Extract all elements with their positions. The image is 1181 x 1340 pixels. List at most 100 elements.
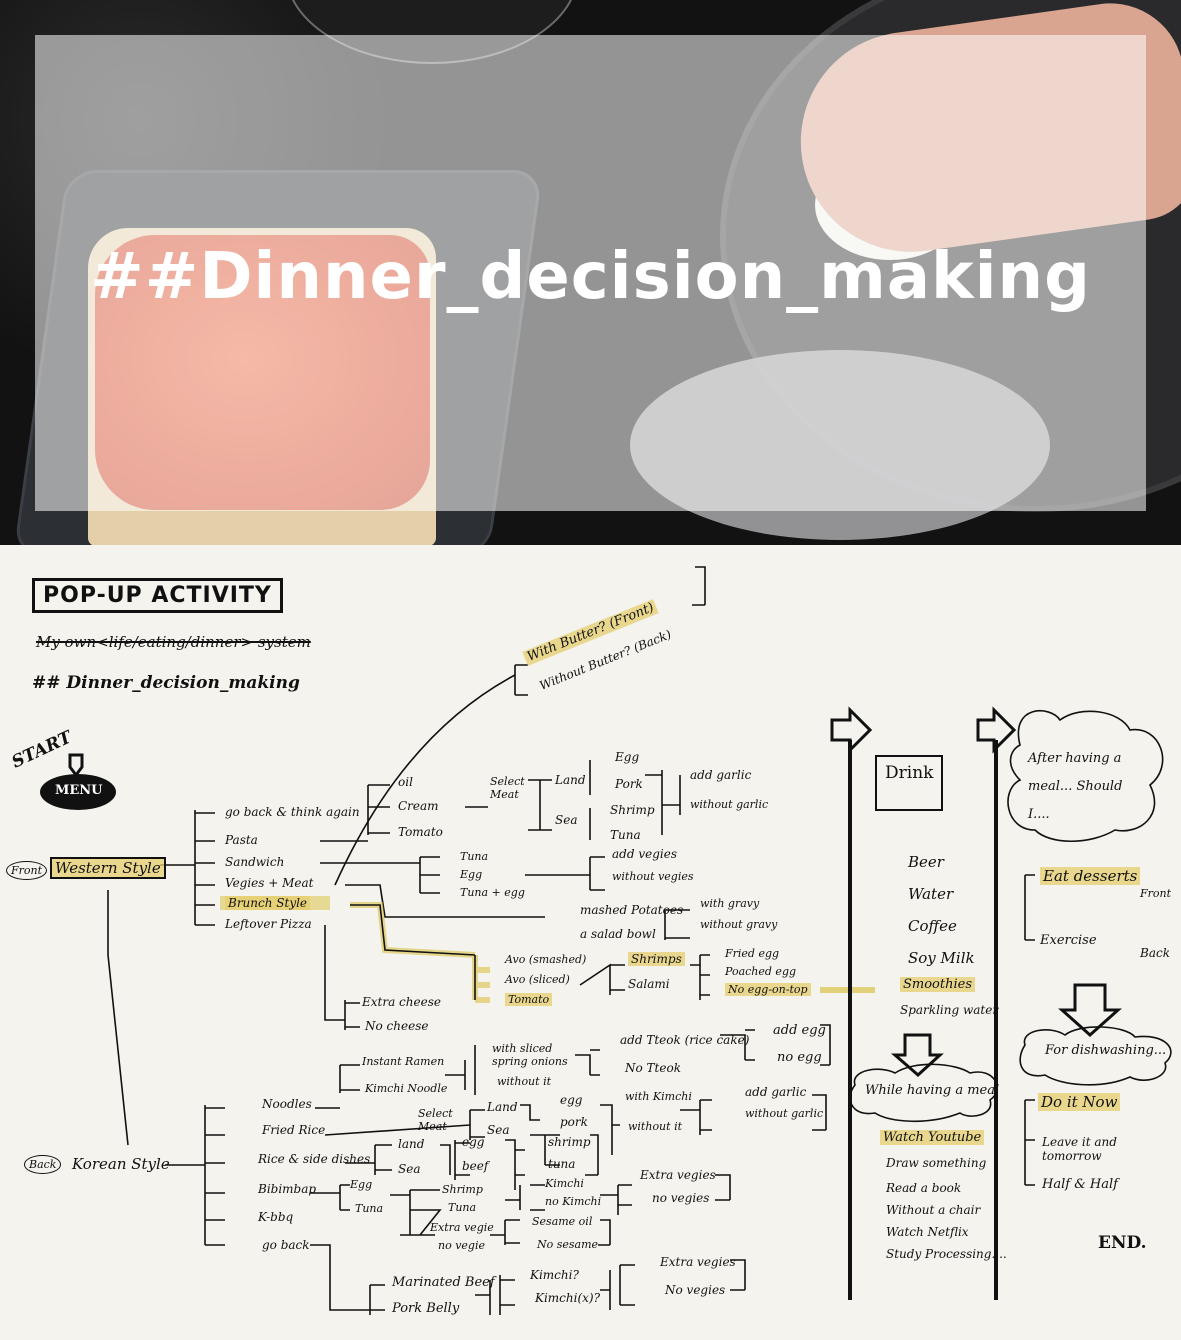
extra-vegie: Extra vegie <box>430 1221 494 1234</box>
drink-sparkling: Sparkling water <box>900 1003 999 1017</box>
kbbq-no-kimchi: Kimchi(x)? <box>535 1291 601 1305</box>
sandwich-tuna: Tuna <box>460 850 489 863</box>
bibimbap-sea-tuna: Tuna <box>448 1201 477 1214</box>
bibimbap-no-vegies: no vegies <box>652 1191 710 1205</box>
add-garlic: add garlic <box>690 768 752 782</box>
korean-item-noodles: Noodles <box>262 1097 312 1111</box>
pasta-tuna: Tuna <box>610 828 641 842</box>
white-overlay <box>35 35 1146 511</box>
rice-beef: beef <box>462 1159 489 1173</box>
korean-item-go-back: go back <box>262 1238 310 1252</box>
menu-blob <box>40 774 116 810</box>
drink-beer: Beer <box>908 853 944 871</box>
no-vegie: no vegie <box>438 1239 485 1252</box>
fried-rice-sea: Sea <box>487 1123 510 1137</box>
after-meal-bubble: After having a meal... Should I.... <box>1028 751 1123 822</box>
popup-title: POP-UP ACTIVITY <box>32 578 283 613</box>
activity-without-chair: Without a chair <box>886 1203 981 1217</box>
bibimbap-shrimp: Shrimp <box>442 1183 483 1196</box>
with-spring-onions: with sliced spring onions <box>492 1042 568 1068</box>
korean-item-rice-side: Rice & side dishes <box>258 1152 371 1166</box>
sauce-cream: Cream <box>398 799 439 813</box>
korean-style-label: Korean Style <box>72 1155 170 1173</box>
pasta-pork: Pork <box>615 777 643 791</box>
drink-coffee: Coffee <box>908 917 957 935</box>
without-vegies: without vegies <box>612 870 694 883</box>
without-spring-onions: without it <box>497 1075 552 1088</box>
sandwich-tuna-egg: Tuna + egg <box>460 886 525 899</box>
activity-youtube: Watch Youtube <box>880 1130 985 1145</box>
no-sesame: No sesame <box>537 1238 599 1251</box>
bibimbap-kimchi: Kimchi <box>545 1177 584 1190</box>
mashed-potatoes: mashed Potatoes <box>580 903 684 917</box>
without-kimchi: without it <box>628 1120 683 1133</box>
poached-egg: Poached egg <box>725 965 797 978</box>
select-meat-label: Select Meat <box>490 775 525 801</box>
activity-draw: Draw something <box>886 1156 987 1170</box>
back-badge: Back <box>24 1155 62 1174</box>
fried-rice-tuna: tuna <box>548 1157 576 1171</box>
for-dishwashing: For dishwashing... <box>1045 1043 1167 1058</box>
rice-land: land <box>398 1137 425 1151</box>
drink-soy-milk: Soy Milk <box>908 949 975 967</box>
pasta-land: Land <box>555 773 586 787</box>
korean-item-bibimbap: Bibimbap <box>258 1182 317 1196</box>
kimchi-noodle: Kimchi Noodle <box>365 1082 448 1095</box>
brunch-tomato: Tomato <box>505 993 553 1006</box>
marinated-beef: Marinated Beef <box>392 1275 495 1290</box>
western-item-go-back: go back & think again <box>225 805 360 819</box>
no-egg: no egg <box>777 1050 822 1065</box>
brunch-salami: Salami <box>628 977 670 991</box>
no-tteok: No Tteok <box>625 1061 681 1075</box>
dish-leave-tomorrow: Leave it and tomorrow <box>1042 1135 1117 1163</box>
divider-after <box>994 740 998 1300</box>
end-label: END. <box>1098 1233 1147 1253</box>
western-item-vegies-meat: Vegies + Meat <box>225 876 314 890</box>
sandwich-egg: Egg <box>460 868 483 881</box>
video-frame: ##Dinner_decision_making <box>0 0 1181 545</box>
without-gravy: without gravy <box>700 918 778 931</box>
bibimbap-extra-vegies: Extra vegies <box>640 1168 716 1182</box>
western-style-box: Western Style <box>50 857 166 879</box>
front-badge: Front <box>6 861 48 880</box>
menu-label: MENU <box>55 783 103 798</box>
exercise-back: Back <box>1140 946 1170 960</box>
without-garlic-2: without garlic <box>745 1107 824 1120</box>
fried-rice-land: Land <box>487 1100 518 1114</box>
avo-sliced: Avo (sliced) <box>505 973 570 986</box>
sesame-oil: Sesame oil <box>532 1215 593 1228</box>
add-garlic-2: add garlic <box>745 1085 807 1099</box>
with-kimchi: with Kimchi <box>625 1090 692 1103</box>
add-tteok: add Tteok (rice cake) <box>620 1033 750 1047</box>
bibimbap-tuna: Tuna <box>355 1202 384 1215</box>
pasta-sea: Sea <box>555 813 578 827</box>
bibimbap-no-kimchi: no Kimchi <box>545 1195 602 1208</box>
add-vegies: add vegies <box>612 847 677 861</box>
without-garlic: without garlic <box>690 798 769 811</box>
kbbq-extra-vegies: Extra vegies <box>660 1255 736 1269</box>
kbbq-kimchi: Kimchi? <box>530 1268 579 1282</box>
korean-item-kbbq: K-bbq <box>258 1210 294 1224</box>
drink-box: Drink <box>875 755 944 811</box>
pasta-shrimp: Shrimp <box>610 803 655 817</box>
sauce-tomato: Tomato <box>398 825 443 839</box>
video-title: ##Dinner_decision_making <box>90 240 1091 314</box>
drink-water: Water <box>908 885 954 903</box>
bibimbap-egg: Egg <box>350 1178 373 1191</box>
instant-ramen: Instant Ramen <box>362 1055 445 1068</box>
desserts-front: Front <box>1140 887 1172 900</box>
divider-drink <box>848 740 852 1300</box>
fried-rice-shrimp: shrimp <box>548 1135 591 1149</box>
western-item-brunch: Brunch Style <box>225 896 311 910</box>
fried-rice-egg: egg <box>560 1093 583 1107</box>
kbbq-no-vegies: No vegies <box>665 1283 726 1297</box>
dish-do-it-now: Do it Now <box>1038 1093 1121 1111</box>
eat-desserts: Eat desserts <box>1040 867 1141 885</box>
add-egg: add egg <box>773 1023 826 1038</box>
rice-sea: Sea <box>398 1162 421 1176</box>
struck-subtitle: My own<life/eating/dinner> system <box>36 633 311 651</box>
drink-smoothies: Smoothies <box>900 977 976 992</box>
avo-smashed: Avo (smashed) <box>505 953 587 966</box>
fried-rice-pork: pork <box>560 1115 588 1129</box>
no-cheese: No cheese <box>365 1019 429 1033</box>
